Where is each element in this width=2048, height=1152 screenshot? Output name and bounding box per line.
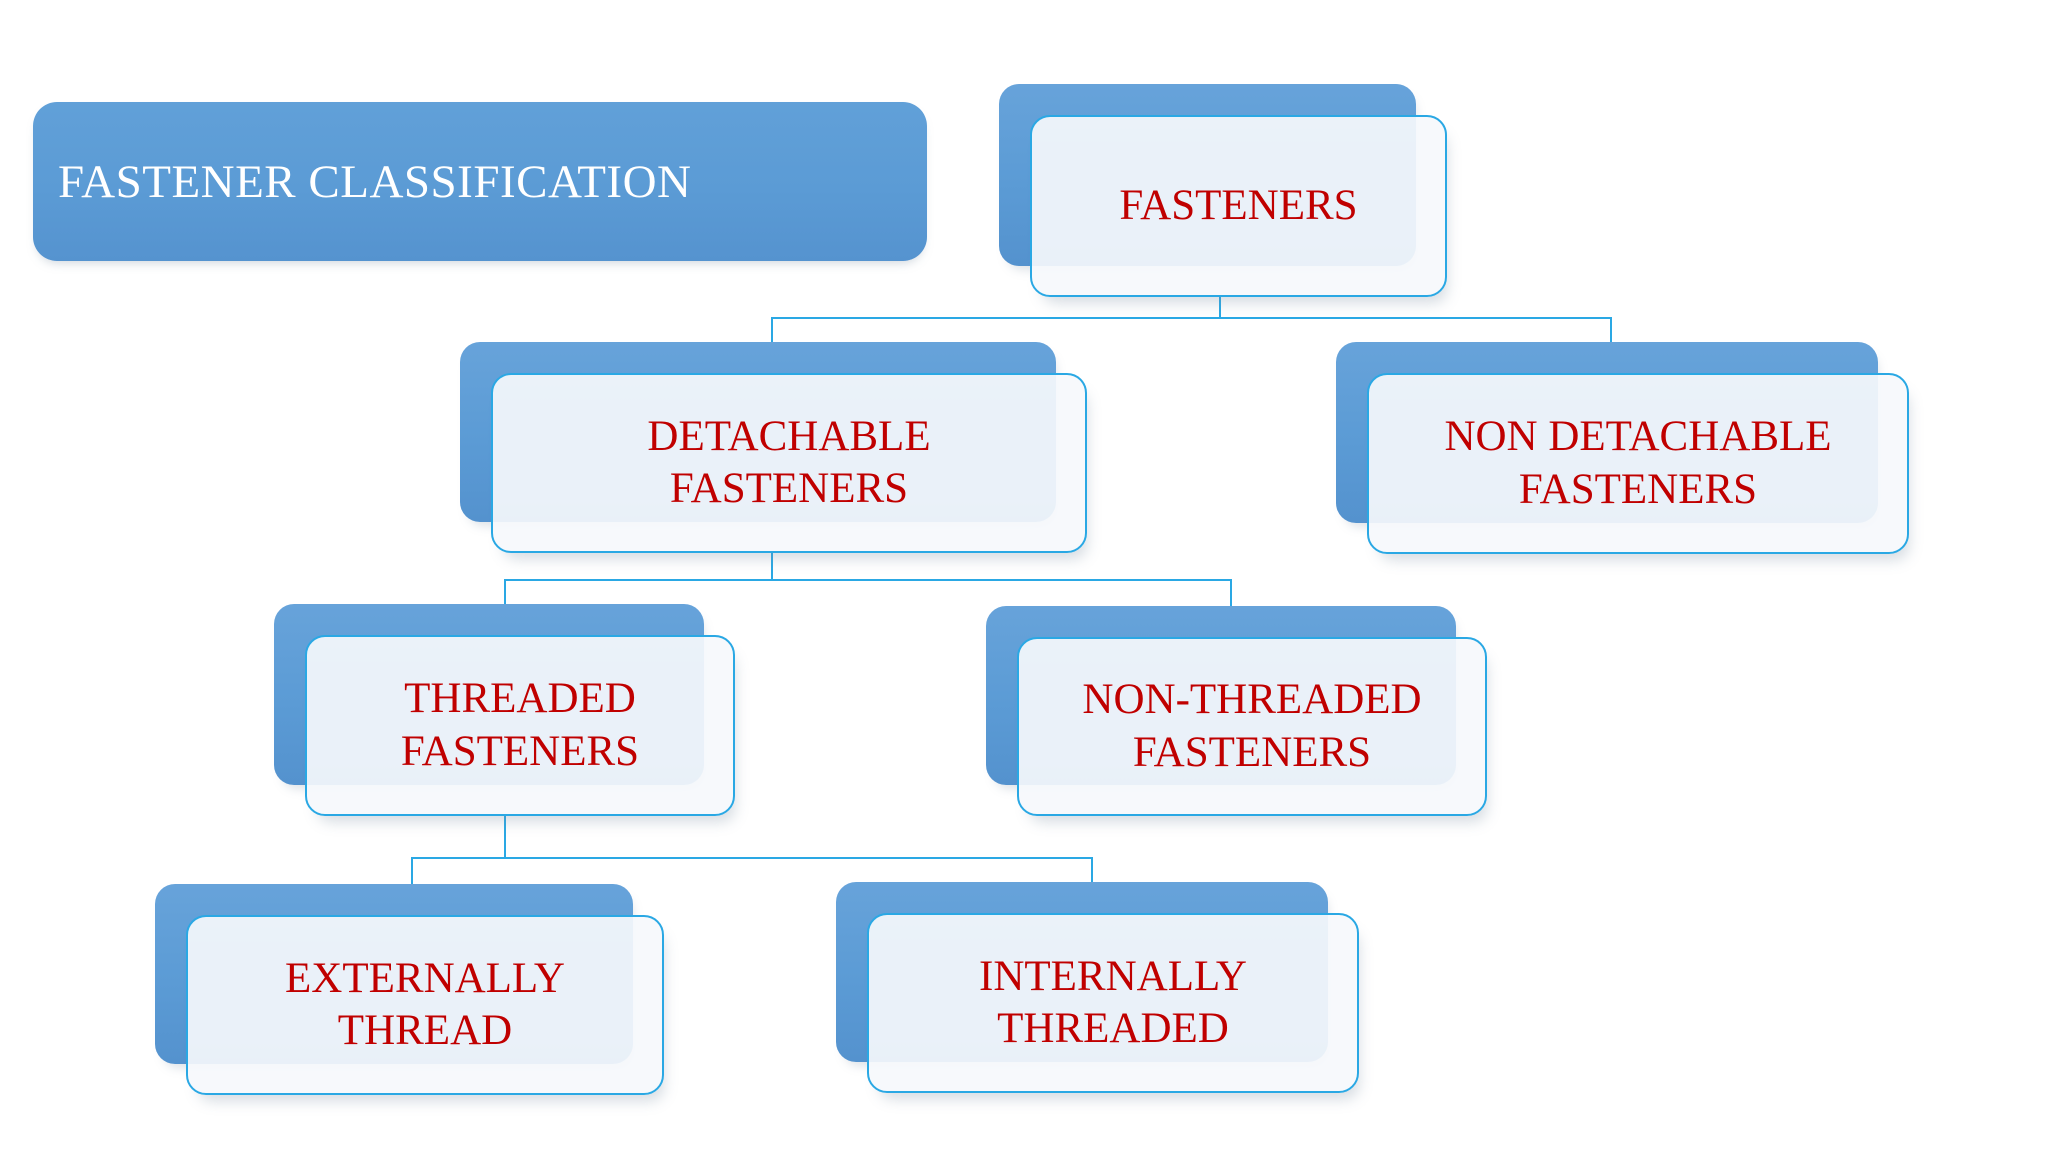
node-non-detachable-fasteners: NON DETACHABLE FASTENERS [1336,342,1909,554]
node-threaded-front-panel: THREADED FASTENERS [305,635,735,816]
title-banner: FASTENER CLASSIFICATION [33,102,927,261]
node-externally-thread: EXTERNALLY THREAD [155,884,664,1095]
node-non-threaded-label: NON-THREADED FASTENERS [1082,676,1422,776]
node-non-detachable-front-panel: NON DETACHABLE FASTENERS [1367,373,1909,554]
node-non-threaded-fasteners: NON-THREADED FASTENERS [986,606,1487,816]
connector-level2-rail [504,579,1232,581]
node-internally-threaded: INTERNALLY THREADED [836,882,1359,1093]
node-detachable-front-panel: DETACHABLE FASTENERS [491,373,1087,553]
node-fasteners-label: FASTENERS [1119,181,1358,229]
node-threaded-fasteners: THREADED FASTENERS [274,604,735,816]
connector-non-threaded-drop [1230,579,1232,608]
node-threaded-label: THREADED FASTENERS [400,675,640,775]
connector-detachable-drop [771,317,773,344]
node-fasteners: FASTENERS [999,84,1447,297]
node-non-detachable-label: NON DETACHABLE FASTENERS [1444,413,1832,513]
connector-detachable-stub [771,553,773,581]
connector-threaded-drop [504,579,506,606]
node-internally-label: INTERNALLY THREADED [979,952,1247,1052]
connector-non-detachable-drop [1610,317,1612,344]
node-detachable-label: DETACHABLE FASTENERS [647,412,931,512]
node-externally-front-panel: EXTERNALLY THREAD [186,915,664,1095]
connector-level3-rail [411,857,1093,859]
node-fasteners-front-panel: FASTENERS [1030,115,1447,297]
connector-threaded-stub [504,816,506,859]
node-externally-label: EXTERNALLY THREAD [285,954,565,1054]
connector-externally-drop [411,857,413,887]
node-detachable-fasteners: DETACHABLE FASTENERS [460,342,1087,553]
node-internally-front-panel: INTERNALLY THREADED [867,913,1359,1093]
connector-level1-rail [771,317,1612,319]
connector-internally-drop [1091,857,1093,884]
title-text: FASTENER CLASSIFICATION [58,155,692,208]
node-non-threaded-front-panel: NON-THREADED FASTENERS [1017,637,1487,816]
connector-fasteners-stub [1219,297,1221,319]
